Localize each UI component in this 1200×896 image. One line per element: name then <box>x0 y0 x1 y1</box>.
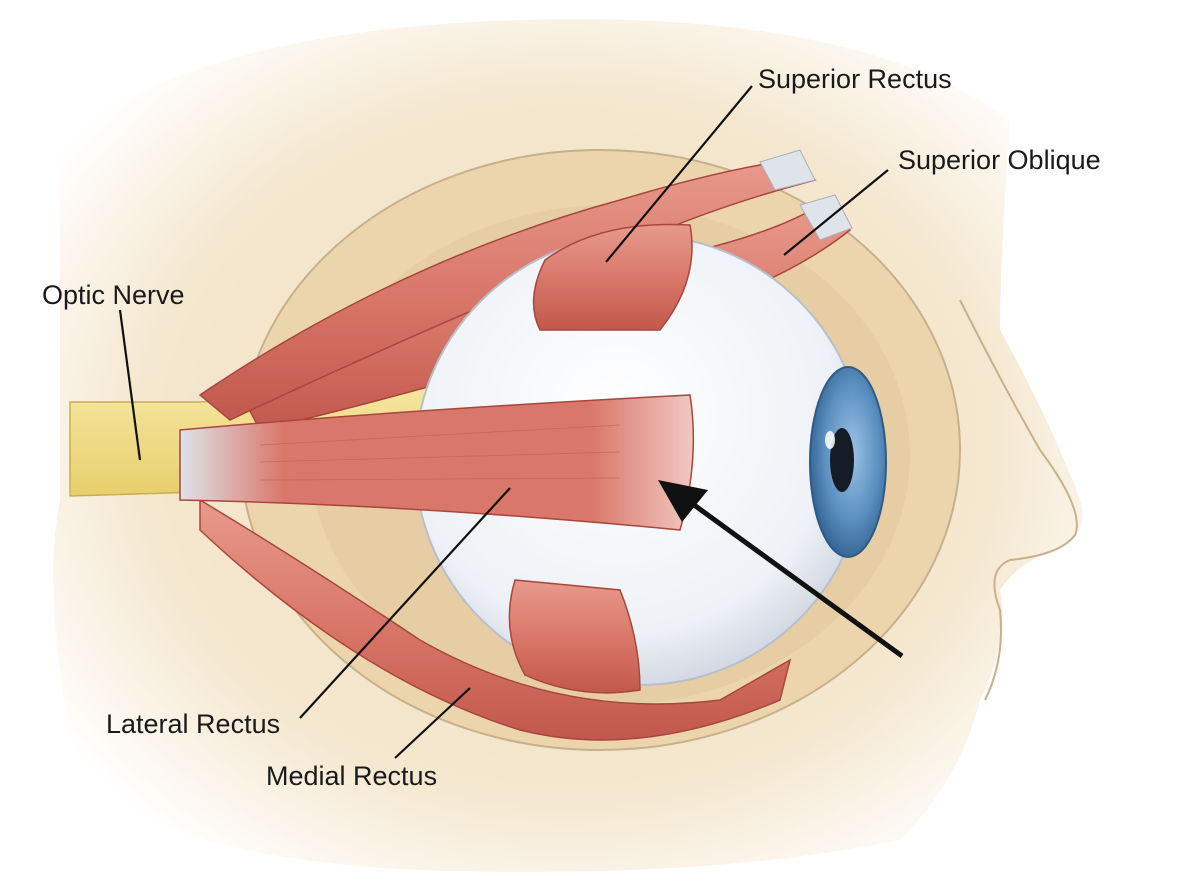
inferior-rectus-muscle <box>508 579 641 694</box>
lateral-rectus-muscle <box>179 394 695 531</box>
cornea-highlight <box>825 431 835 449</box>
label-superior-rectus: Superior Rectus <box>758 64 952 94</box>
nose-outline <box>959 299 1078 701</box>
superior-rectus-muscle <box>532 223 693 331</box>
pupil <box>830 428 854 492</box>
label-lateral-rectus: Lateral Rectus <box>106 709 281 739</box>
arrowhead-icon <box>658 480 708 522</box>
leader-superior-oblique <box>783 169 889 256</box>
leader-lateral-rectus <box>299 487 511 719</box>
label-optic-nerve: Optic Nerve <box>42 280 185 310</box>
superior-oblique-tendon <box>799 194 853 241</box>
leader-optic-nerve <box>118 309 142 461</box>
upper-sheet-tendon <box>759 149 816 191</box>
label-medial-rectus: Medial Rectus <box>266 761 438 791</box>
lateral-rectus-fibers <box>259 424 621 481</box>
leader-superior-rectus <box>605 85 753 263</box>
leader-medial-rectus <box>394 687 471 759</box>
pointer-arrow <box>658 480 904 659</box>
medial-rectus-muscle <box>199 498 792 741</box>
label-superior-oblique: Superior Oblique <box>898 145 1101 175</box>
leader-lines <box>118 85 889 759</box>
